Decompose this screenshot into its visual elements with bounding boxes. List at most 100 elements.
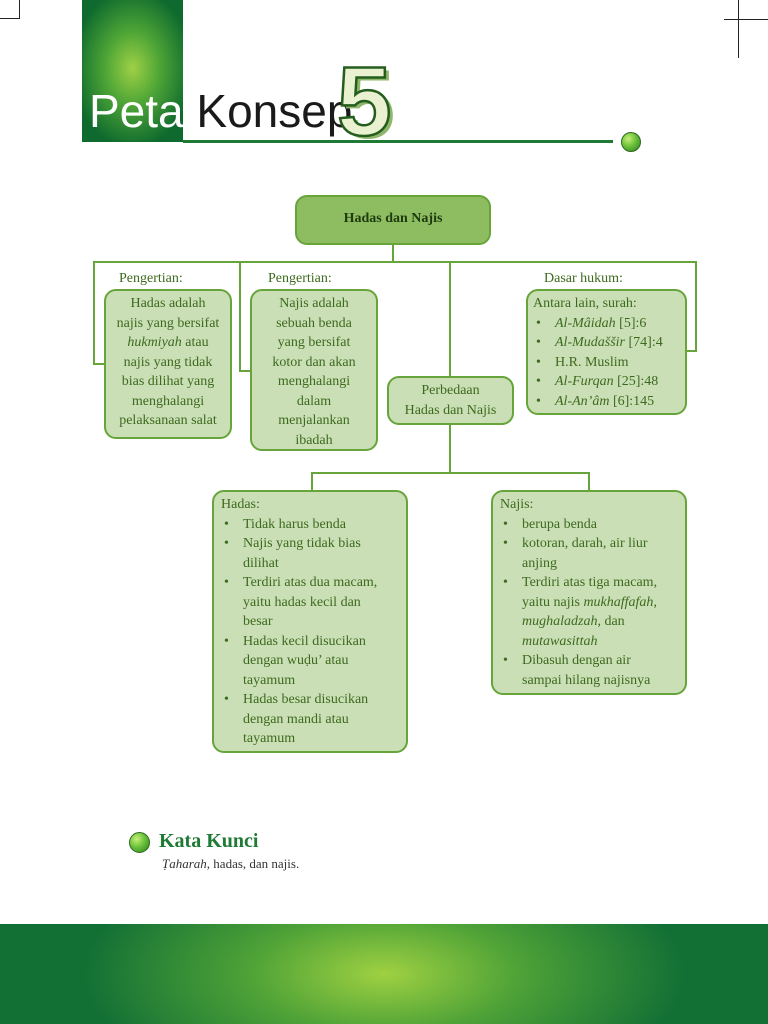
- crop-mark-top-right-horizontal: [724, 19, 768, 20]
- najis-def-line: kotor dan akan: [272, 354, 356, 370]
- label-dasar-hukum: Dasar hukum:: [544, 271, 623, 286]
- dasar-hukum-node: Antara lain, surah: Al-Mâidah [5]:6 Al-M…: [526, 289, 687, 415]
- item-line: tayamum: [243, 672, 296, 688]
- surah-ref: [6]:145: [609, 393, 655, 409]
- dasar-hukum-list: Al-Mâidah [5]:6 Al-Mudaššir [74]:4 H.R. …: [533, 314, 685, 412]
- list-item: kotoran, darah, air liur anjing: [500, 534, 685, 573]
- kata-kunci-rest: hadas, dan najis.: [210, 856, 300, 871]
- surah-name: Al-Mudaššir: [555, 335, 625, 350]
- surah-ref: [74]:4: [625, 335, 663, 350]
- najis-characteristics-node: Najis: berupa benda kotoran, darah, air …: [491, 490, 687, 695]
- list-item: Al-Mâidah [5]:6: [533, 314, 685, 334]
- surah-ref: [25]:48: [613, 374, 659, 389]
- item-text: , dan: [597, 614, 625, 629]
- item-text: yaitu najis: [522, 594, 584, 610]
- hadith-name: H.R. Muslim: [555, 354, 629, 370]
- item-line: anjing: [522, 555, 557, 571]
- root-node-hadas-dan-najis: Hadas dan Najis: [295, 195, 491, 245]
- dasar-hukum-intro: Antara lain, surah:: [533, 296, 637, 311]
- connector-center-drop: [449, 261, 451, 377]
- hadas-def-line: menghalangi: [131, 393, 205, 409]
- item-line: Hadas kecil disucikan: [243, 633, 366, 649]
- list-item: Hadas kecil disucikan dengan wuḍu’ atau ta…: [221, 632, 406, 691]
- item-line: kotoran, darah, air liur: [522, 536, 648, 551]
- item-line: yaitu najis mukhaffafah,: [522, 593, 685, 613]
- hadas-definition-node: Hadas adalah najis yang bersifat hukmiya…: [104, 289, 232, 439]
- hadas-def-line: bias dilihat yang: [121, 374, 215, 389]
- item-line: Najis yang tidak bias: [243, 536, 361, 551]
- chapter-number: 5: [336, 46, 393, 156]
- connector-left-drop: [93, 261, 95, 365]
- najis-def-line: Najis adalah: [279, 296, 349, 311]
- connector-root-down: [392, 245, 394, 262]
- hadas-def-line: najis yang tidak: [123, 354, 213, 370]
- term-mutawasittah: mutawasittah: [522, 633, 598, 649]
- page-title: Peta Konsep: [89, 88, 352, 134]
- title-word-peta: Peta: [89, 85, 184, 137]
- hadas-def-line: hukmiyah atau: [106, 333, 230, 353]
- connector-perbedaan-down: [449, 424, 451, 473]
- hadas-list: Tidak harus benda Najis yang tidak biasd…: [221, 515, 406, 749]
- label-pengertian-hadas: Pengertian:: [119, 271, 183, 286]
- perbedaan-line1: Perbedaan: [421, 383, 480, 398]
- connector-hadas-drop: [311, 472, 313, 490]
- najis-def-line: menjalankan: [278, 413, 350, 428]
- item-text: ,: [653, 594, 657, 610]
- list-item: Al-Mudaššir [74]:4: [533, 333, 685, 353]
- kata-kunci-ball-icon: [129, 832, 150, 853]
- label-pengertian-najis: Pengertian:: [268, 271, 332, 286]
- item-line: sampai hilang najisnya: [522, 672, 651, 688]
- perbedaan-line2: Hadas dan Najis: [404, 402, 497, 418]
- list-item: Terdiri atas dua macam,yaitu hadas kecil…: [221, 573, 406, 632]
- hadas-def-line: pelaksanaan salat: [119, 413, 217, 428]
- item-line: dengan wuḍu’ atau: [243, 653, 349, 668]
- kata-kunci-text: Ṭaharah, hadas, dan najis.: [162, 856, 299, 872]
- connector-left-hook: [93, 363, 106, 365]
- kata-kunci-term: Ṭaharah,: [162, 856, 211, 871]
- item-line: mughaladzah, dan: [522, 612, 685, 632]
- item-line: yaitu hadas kecil dan: [243, 594, 361, 610]
- najis-def-line: sebuah benda: [276, 315, 352, 331]
- item-line: berupa benda: [522, 516, 598, 532]
- hadas-box-heading: Hadas:: [221, 497, 260, 512]
- hukmiyah-term: hukmiyah: [127, 335, 182, 350]
- item-line: Hadas besar disucikan: [243, 692, 369, 707]
- najis-def-line: yang bersifat: [277, 335, 351, 350]
- connector-mid-left-drop: [239, 261, 241, 372]
- najis-box-heading: Najis:: [500, 497, 534, 512]
- header-gradient-block: [82, 0, 183, 142]
- list-item: Al-Furqan [25]:48: [533, 372, 685, 392]
- surah-ref: [5]:6: [615, 315, 647, 331]
- item-line: Terdiri atas tiga macam,: [522, 575, 658, 590]
- crop-mark-top-left-horizontal: [0, 18, 20, 19]
- list-item: berupa benda: [500, 515, 685, 535]
- list-item: Terdiri atas tiga macam, yaitu najis muk…: [500, 573, 685, 651]
- item-line: Tidak harus benda: [243, 516, 346, 532]
- footer-gradient-band: [0, 924, 768, 1024]
- najis-def-line: menghalangi: [277, 374, 351, 389]
- connector-right-hook: [685, 350, 697, 352]
- item-line: dengan mandi atau: [243, 711, 349, 727]
- item-line: tayamum: [243, 731, 296, 746]
- title-underline: [183, 140, 613, 143]
- connector-najis-drop: [588, 472, 590, 490]
- surah-name: Al-Mâidah: [555, 315, 616, 331]
- title-word-konsep: Konsep: [196, 85, 353, 137]
- item-line: besar: [243, 614, 273, 629]
- list-item: Al-An’âm [6]:145: [533, 392, 685, 412]
- perbedaan-node: Perbedaan Hadas dan Najis: [387, 376, 514, 425]
- hadas-def-after: atau: [181, 335, 209, 350]
- connector-mid-left-hook: [239, 370, 252, 372]
- connector-right-drop: [695, 261, 697, 352]
- crop-mark-top-right-vertical: [738, 0, 739, 58]
- najis-def-line: ibadah: [295, 432, 333, 448]
- list-item: Hadas besar disucikan dengan mandi atau ta…: [221, 690, 406, 749]
- term-mukhaffafah: mukhaffafah: [583, 594, 654, 610]
- hadas-characteristics-node: Hadas: Tidak harus benda Najis yang tida…: [212, 490, 408, 753]
- najis-definition-node: Najis adalah sebuah benda yang bersifat …: [250, 289, 378, 451]
- surah-name: Al-Furqan: [555, 374, 614, 389]
- najis-list: berupa benda kotoran, darah, air liur anj…: [500, 515, 685, 691]
- item-line: mutawasittah: [522, 632, 685, 652]
